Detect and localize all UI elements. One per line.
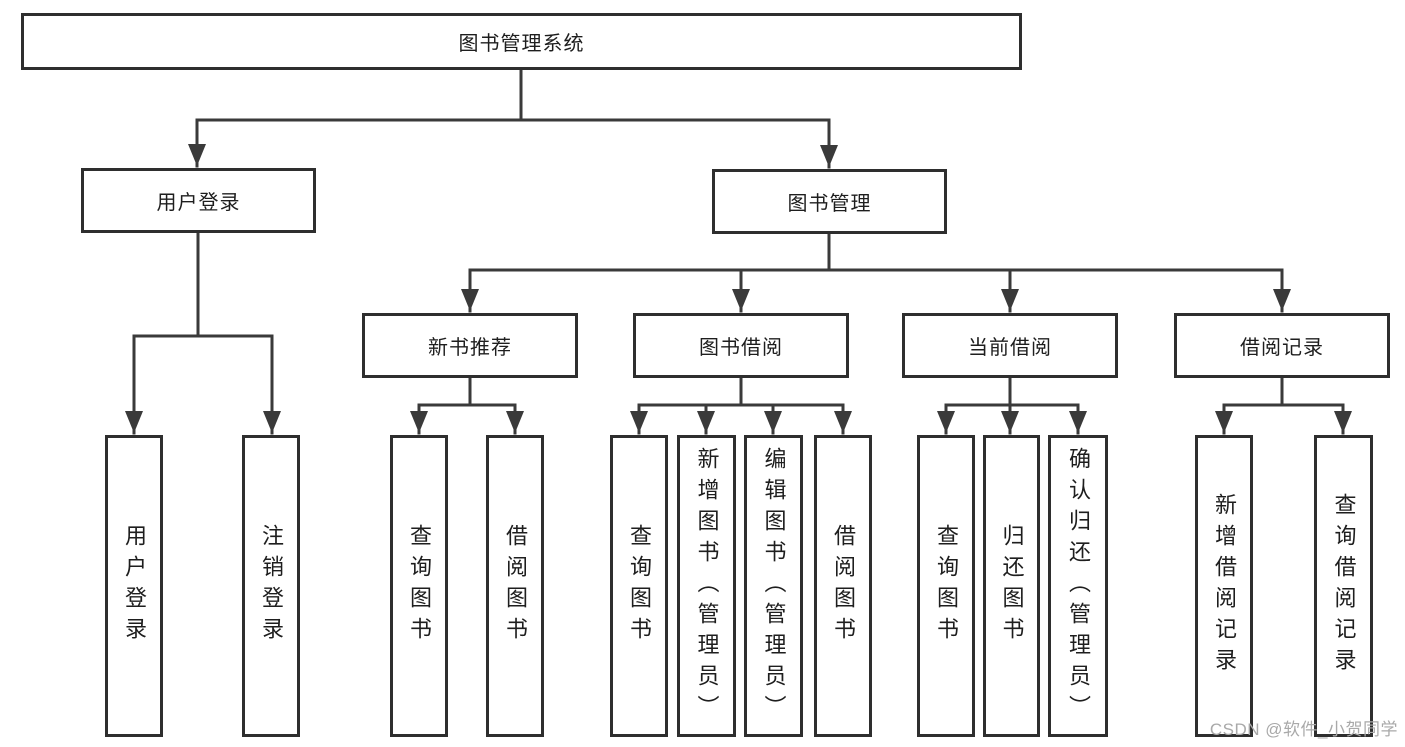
leaf-add-borrow-record-label: 新增借阅记录 [1212,493,1237,679]
leaf-edit-book-admin: 编辑图书（管理员） [744,435,803,737]
node-borrow-records-label: 借阅记录 [1240,337,1324,359]
leaf-query-borrow-record: 查询借阅记录 [1314,435,1373,737]
node-current-borrow-label: 当前借阅 [968,337,1052,359]
leaf-query-books-borrow-label: 查询图书 [627,524,652,648]
node-book-management: 图书管理 [712,169,947,234]
leaf-user-login: 用户登录 [105,435,163,737]
leaf-return-books: 归还图书 [983,435,1040,737]
node-book-borrow: 图书借阅 [633,313,849,378]
leaf-query-books-current: 查询图书 [917,435,975,737]
leaf-add-borrow-record: 新增借阅记录 [1195,435,1253,737]
node-current-borrow: 当前借阅 [902,313,1118,378]
node-new-book-recommend: 新书推荐 [362,313,578,378]
node-root: 图书管理系统 [21,13,1022,70]
node-borrow-records: 借阅记录 [1174,313,1390,378]
leaf-borrow-books-2: 借阅图书 [814,435,872,737]
node-new-book-recommend-label: 新书推荐 [428,337,512,359]
leaf-edit-book-admin-label: 编辑图书（管理员） [761,446,787,726]
leaf-query-books-recommend: 查询图书 [390,435,448,737]
leaf-query-books-current-label: 查询图书 [934,524,959,648]
leaf-add-book-admin-label: 新增图书（管理员） [694,446,720,726]
node-user-login: 用户登录 [81,168,316,233]
leaf-user-login-label: 用户登录 [122,524,147,648]
watermark: CSDN @软件_小贺同学 [1209,720,1398,739]
leaf-borrow-books-2-label: 借阅图书 [831,524,856,648]
leaf-confirm-return-admin: 确认归还（管理员） [1048,435,1108,737]
leaf-borrow-books-recommend: 借阅图书 [486,435,544,737]
leaf-query-books-borrow: 查询图书 [610,435,668,737]
node-user-login-label: 用户登录 [156,192,241,214]
leaf-borrow-books-recommend-label: 借阅图书 [503,524,528,648]
leaf-add-book-admin: 新增图书（管理员） [677,435,736,737]
leaf-logout-label: 注销登录 [259,524,284,648]
node-book-management-label: 图书管理 [787,193,872,215]
leaf-return-books-label: 归还图书 [999,524,1025,648]
node-book-borrow-label: 图书借阅 [699,337,783,359]
leaf-confirm-return-admin-label: 确认归还（管理员） [1066,446,1091,726]
leaf-query-books-recommend-label: 查询图书 [407,524,432,648]
leaf-logout: 注销登录 [242,435,300,737]
leaf-query-borrow-record-label: 查询借阅记录 [1331,493,1357,679]
node-root-label: 图书管理系统 [458,33,585,55]
